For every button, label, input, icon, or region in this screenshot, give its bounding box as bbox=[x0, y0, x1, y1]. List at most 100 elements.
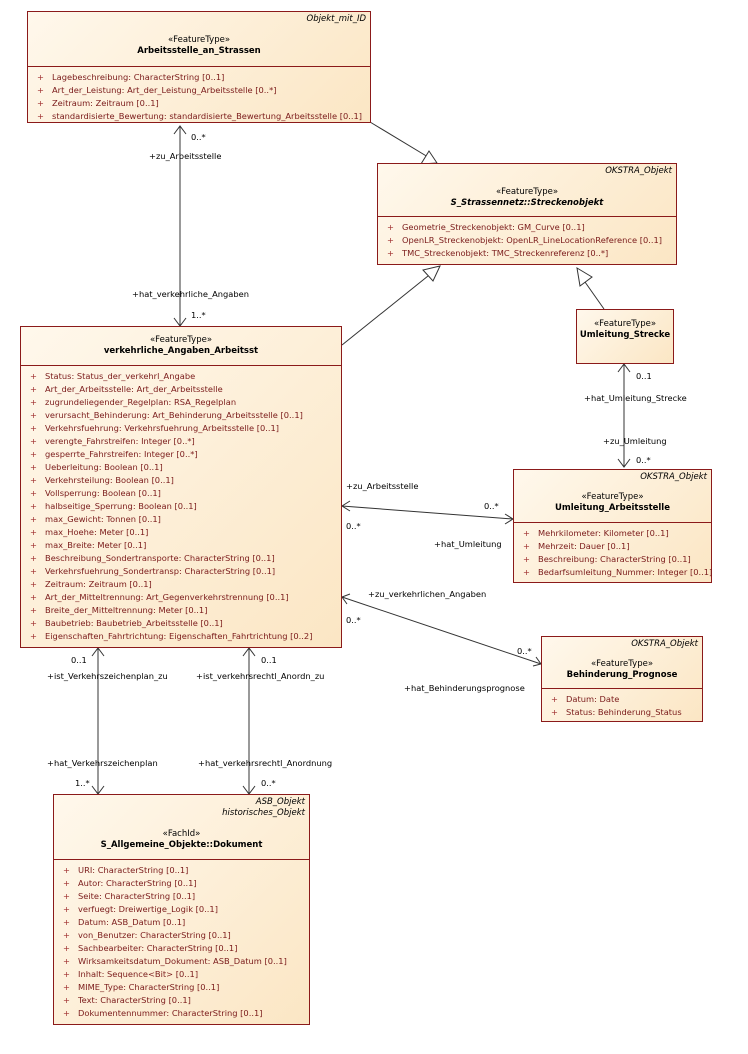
attribute: +gesperrte_Fahrstreifen: Integer [0..*] bbox=[21, 448, 341, 461]
attribute: +OpenLR_Streckenobjekt: OpenLR_LineLocat… bbox=[378, 234, 676, 247]
visibility-marker: + bbox=[551, 694, 558, 704]
attribute-text: MIME_Type: CharacterString [0..1] bbox=[78, 982, 220, 992]
visibility-marker: + bbox=[37, 72, 44, 82]
visibility-marker: + bbox=[30, 501, 37, 511]
class-name: verkehrliche_Angaben_Arbeitsst bbox=[103, 346, 259, 356]
attribute-text: Verkehrsfuehrung: Verkehrsfuehrung_Arbei… bbox=[45, 423, 280, 433]
class-umleitung-arbeitsstelle[interactable]: OKSTRA_Objekt «FeatureType» Umleitung_Ar… bbox=[513, 469, 712, 583]
attribute: +verfuegt: Dreiwertige_Logik [0..1] bbox=[54, 903, 309, 916]
class-streckenobjekt[interactable]: OKSTRA_Objekt «FeatureType» S_Strassenne… bbox=[377, 163, 677, 265]
attribute: +Eigenschaften_Fahrtrichtung: Eigenschaf… bbox=[21, 630, 341, 643]
attribute: +Text: CharacterString [0..1] bbox=[54, 994, 309, 1007]
attribute-text: Beschreibung: CharacterString [0..1] bbox=[538, 554, 691, 564]
association-verkehrliche-behinderung bbox=[341, 596, 542, 665]
generalization-arrowhead bbox=[576, 267, 593, 287]
attribute: +Beschreibung_Sondertransporte: Characte… bbox=[21, 552, 341, 565]
role-label: +zu_verkehrlichen_Angaben bbox=[368, 589, 487, 599]
visibility-marker: + bbox=[30, 566, 37, 576]
role-label: +hat_Verkehrszeichenplan bbox=[47, 758, 158, 768]
attribute-text: von_Benutzer: CharacterString [0..1] bbox=[78, 930, 231, 940]
attribute: +Status: Behinderung_Status bbox=[542, 706, 702, 719]
role-label: +zu_Arbeitsstelle bbox=[149, 151, 222, 161]
attribute-text: Beschreibung_Sondertransporte: Character… bbox=[45, 553, 275, 563]
attribute: + Datum: ASB_Datum [0..1] bbox=[54, 916, 309, 929]
attribute: +Art_der_Leistung: Art_der_Leistung_Arbe… bbox=[28, 84, 370, 97]
attribute-list: +Lagebeschreibung: CharacterString [0..1… bbox=[28, 67, 370, 123]
attribute-text: Breite_der_Mitteltrennung: Meter [0..1] bbox=[45, 605, 208, 615]
attribute: + verursacht_Behinderung: Art_Behinderung… bbox=[21, 409, 341, 422]
class-verkehrliche-angaben[interactable]: «FeatureType» verkehrliche_Angaben_Arbei… bbox=[20, 326, 342, 648]
visibility-marker: + bbox=[523, 541, 530, 551]
attribute-text: Zeitraum: Zeitraum [0..1] bbox=[52, 98, 159, 108]
tagged-value: OKSTRA_Objekt bbox=[631, 639, 698, 649]
class-umleitung-strecke[interactable]: «FeatureType» Umleitung_Strecke bbox=[576, 309, 674, 364]
class-header: ASB_Objekt historisches_Objekt «FachId» … bbox=[54, 795, 309, 860]
class-dokument[interactable]: ASB_Objekt historisches_Objekt «FachId» … bbox=[53, 794, 310, 1025]
visibility-marker: + bbox=[30, 436, 37, 446]
attribute-text: Status: Behinderung_Status bbox=[566, 707, 682, 717]
attribute: +Art_der_Mitteltrennung: Art_Gegenverkeh… bbox=[21, 591, 341, 604]
role-label: +ist_Verkehrszeichenplan_zu bbox=[47, 671, 168, 681]
multiplicity-label: 0..* bbox=[191, 132, 206, 142]
attribute: +Geometrie_Streckenobjekt: GM_Curve [0..… bbox=[378, 221, 676, 234]
attribute-text: Text: CharacterString [0..1] bbox=[78, 995, 191, 1005]
class-header: OKSTRA_Objekt «FeatureType» S_Strassenne… bbox=[378, 164, 676, 217]
class-arbeitsstelle-an-strassen[interactable]: Objekt_mit_ID «FeatureType» Arbeitsstell… bbox=[27, 11, 371, 123]
attribute: + verengte_Fahrstreifen: Integer [0..*] bbox=[21, 435, 341, 448]
attribute-text: Mehrzeit: Dauer [0..1] bbox=[538, 541, 630, 551]
visibility-marker: + bbox=[30, 462, 37, 472]
attribute-text: verursacht_Behinderung: Art_Behinderung_… bbox=[45, 410, 303, 420]
visibility-marker: + bbox=[30, 592, 37, 602]
attribute: +Ueberleitung: Boolean [0..1] bbox=[21, 461, 341, 474]
class-header: OKSTRA_Objekt «FeatureType» Umleitung_Ar… bbox=[514, 470, 711, 523]
tagged-value: ASB_Objekt historisches_Objekt bbox=[222, 797, 305, 819]
visibility-marker: + bbox=[30, 449, 37, 459]
visibility-marker: + bbox=[37, 98, 44, 108]
attribute: + Zeitraum: Zeitraum [0..1] bbox=[28, 97, 370, 110]
attribute: +Verkehrsteilung: Boolean [0..1] bbox=[21, 474, 341, 487]
attribute: +Dokumentennummer: CharacterString [0..1… bbox=[54, 1007, 309, 1020]
visibility-marker: + bbox=[387, 222, 394, 232]
attribute-list: +URI: CharacterString [0..1] +Autor: Cha… bbox=[54, 860, 309, 1020]
visibility-marker: + bbox=[30, 475, 37, 485]
tagged-value: OKSTRA_Objekt bbox=[640, 472, 707, 482]
attribute: +Seite: CharacterString [0..1] bbox=[54, 890, 309, 903]
visibility-marker: + bbox=[30, 514, 37, 524]
visibility-marker: + bbox=[63, 930, 70, 940]
role-label: +zu_Umleitung bbox=[603, 436, 667, 446]
multiplicity-label: 1..* bbox=[75, 778, 90, 788]
role-label: +ist_verkehrsrechtl_Anordn_zu bbox=[196, 671, 325, 681]
attribute: +Zeitraum: Zeitraum [0..1] bbox=[21, 578, 341, 591]
visibility-marker: + bbox=[30, 527, 37, 537]
attribute-text: standardisierte_Bewertung: standardisier… bbox=[52, 111, 363, 121]
class-header: «FeatureType» verkehrliche_Angaben_Arbei… bbox=[21, 327, 341, 366]
class-header: Objekt_mit_ID «FeatureType» Arbeitsstell… bbox=[28, 12, 370, 67]
attribute: +Status: Status_der_verkehrl_Angabe bbox=[21, 370, 341, 383]
attribute: +TMC_Streckenobjekt: TMC_Streckenreferen… bbox=[378, 247, 676, 260]
attribute-text: Zeitraum: Zeitraum [0..1] bbox=[45, 579, 152, 589]
attribute-text: verfuegt: Dreiwertige_Logik [0..1] bbox=[78, 904, 218, 914]
visibility-marker: + bbox=[523, 528, 530, 538]
attribute: +Breite_der_Mitteltrennung: Meter [0..1] bbox=[21, 604, 341, 617]
attribute: +Bedarfsumleitung_Nummer: Integer [0..1] bbox=[514, 566, 712, 579]
multiplicity-label: 0..* bbox=[484, 501, 499, 511]
attribute: +Art_der_Arbeitsstelle: Art_der_Arbeitss… bbox=[21, 383, 341, 396]
visibility-marker: + bbox=[30, 410, 37, 420]
visibility-marker: + bbox=[63, 891, 70, 901]
attribute: +standardisierte_Bewertung: standardisie… bbox=[28, 110, 370, 123]
attribute-text: Datum: ASB_Datum [0..1] bbox=[78, 917, 186, 927]
attribute: +max_Gewicht: Tonnen [0..1] bbox=[21, 513, 341, 526]
role-label: +hat_verkehrsrechtl_Anordnung bbox=[198, 758, 333, 768]
class-behinderung-prognose[interactable]: OKSTRA_Objekt «FeatureType» Behinderung_… bbox=[541, 636, 703, 722]
visibility-marker: + bbox=[63, 917, 70, 927]
generalization-arbeitsstelle bbox=[369, 121, 429, 158]
role-label: +hat_verkehrliche_Angaben bbox=[132, 289, 250, 299]
attribute-text: verengte_Fahrstreifen: Integer [0..*] bbox=[45, 436, 195, 446]
attribute: +zugrundeliegender_Regelplan: RSA_Regelp… bbox=[21, 396, 341, 409]
attribute-text: URI: CharacterString [0..1] bbox=[78, 865, 189, 875]
generalization-umleitung-strecke bbox=[584, 281, 605, 310]
visibility-marker: + bbox=[387, 248, 394, 258]
class-name: S_Allgemeine_Objekte::Dokument bbox=[100, 840, 263, 850]
attribute: +MIME_Type: CharacterString [0..1] bbox=[54, 981, 309, 994]
